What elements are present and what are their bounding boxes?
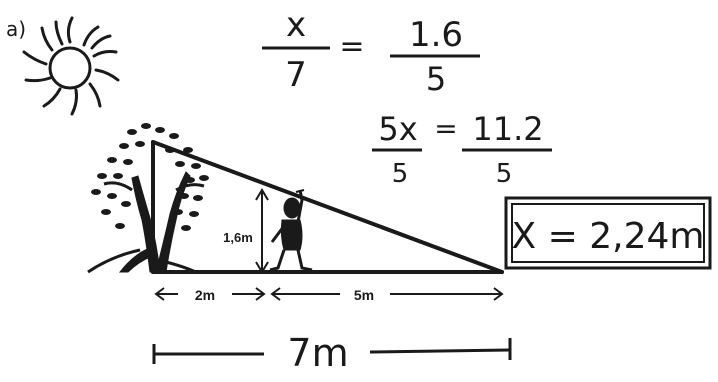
eq2-right-denominator: 5 (496, 159, 513, 189)
person-height-label: 1,6m (223, 230, 253, 245)
sun-icon (22, 16, 120, 116)
eq2-left-denominator: 5 (392, 159, 409, 189)
person-height-arrow (255, 188, 269, 274)
segment-2m-label: 2m (195, 287, 215, 303)
shadow-triangle (151, 140, 504, 274)
eq2-left-numerator: 5x (378, 110, 417, 148)
answer-value: X = 2,24m (512, 216, 705, 257)
eq1-right-denominator: 5 (426, 60, 446, 98)
person-icon (269, 189, 313, 272)
equation-2: 5x 5 = 11.2 5 (372, 110, 552, 189)
eq1-equals: = (339, 29, 364, 64)
eq1-left-numerator: x (286, 5, 306, 45)
sun-ray-line (151, 140, 504, 274)
eq1-left-denominator: 7 (285, 55, 307, 95)
segment-7m-label: 7m (287, 331, 348, 375)
answer-box: X = 2,24m (504, 196, 712, 270)
segment-5m (270, 287, 504, 301)
segment-5m-label: 5m (354, 287, 374, 303)
segment-7m (152, 338, 512, 364)
segment-2m (154, 287, 266, 301)
eq2-equals: = (434, 112, 457, 145)
eq1-right-numerator: 1.6 (409, 15, 463, 55)
equation-1: x 7 = 1.6 5 (262, 5, 480, 98)
part-label: a) (6, 17, 26, 41)
tree-icon (87, 123, 209, 274)
eq2-right-numerator: 11.2 (472, 110, 543, 148)
